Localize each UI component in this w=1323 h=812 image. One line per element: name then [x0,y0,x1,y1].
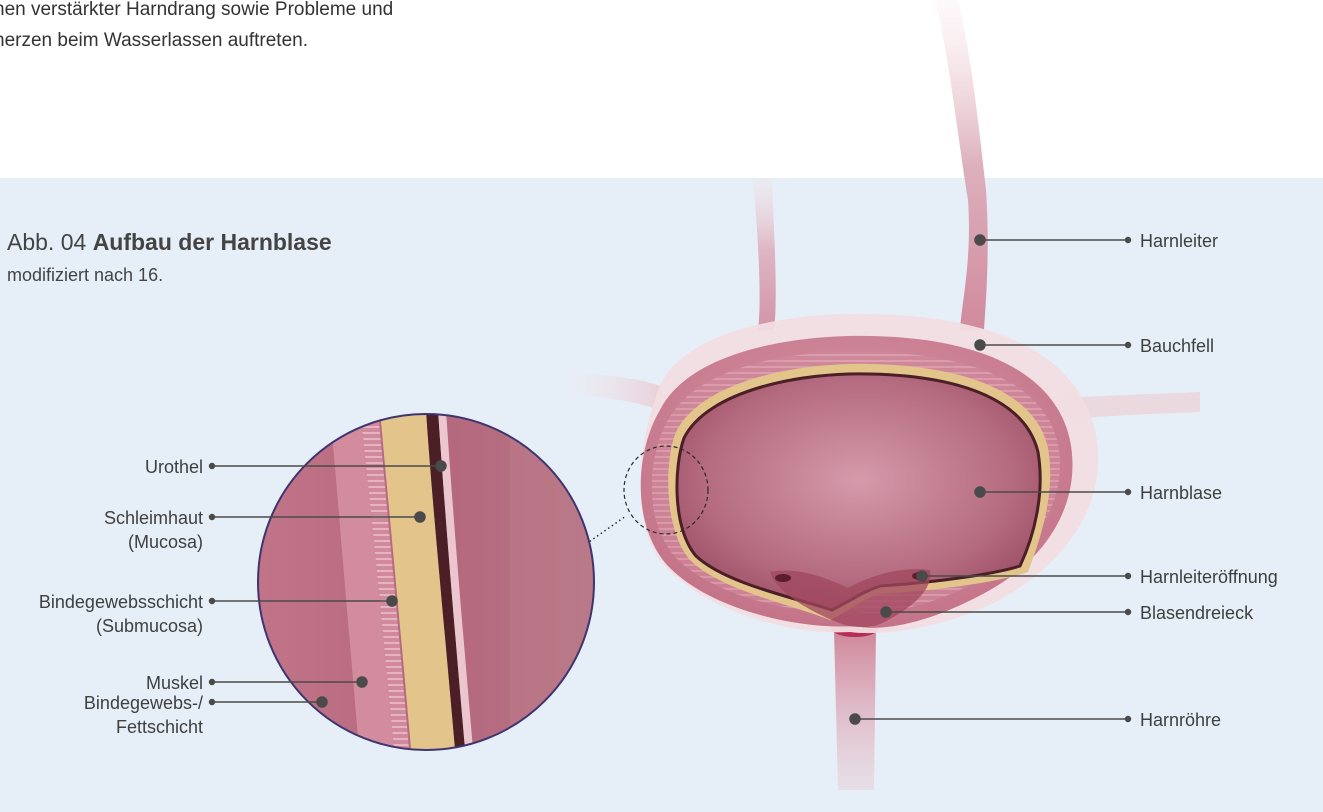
label-mucosa: Schleimhaut (Mucosa) [104,506,203,554]
label-harnleiter: Harnleiter [1140,229,1218,253]
label-bauchfell: Bauchfell [1140,334,1214,358]
figure-heading: Aufbau der Harnblase [93,229,332,255]
figure-number: Abb. 04 [7,229,86,255]
label-urothel: Urothel [145,455,203,479]
label-harnroehre: Harnröhre [1140,708,1221,732]
label-fettschicht: Bindegewebs-/ Fettschicht [84,691,203,739]
label-fettschicht-line1: Bindegewebs-/ [84,691,203,715]
label-submucosa: Bindegewebsschicht (Submucosa) [39,590,203,638]
ureter-opening-left [775,574,791,582]
label-fettschicht-line2: Fettschicht [84,715,203,739]
left-ureter [752,170,776,330]
label-submucosa-line1: Bindegewebsschicht [39,590,203,614]
detail-connector [586,516,626,544]
label-mucosa-line2: (Mucosa) [104,530,203,554]
wall-cross-section [250,410,610,760]
label-submucosa-line2: (Submucosa) [39,614,203,638]
figure-subtitle: modifiziert nach 16. [7,265,163,286]
left-side-tube [560,372,660,410]
right-ureter [935,0,988,330]
figure-title: Abb. 04 Aufbau der Harnblase [7,229,332,256]
label-mucosa-line1: Schleimhaut [104,506,203,530]
label-blasendreieck: Blasendreieck [1140,601,1253,625]
label-harnleiteroeffnung: Harnleiteröffnung [1140,565,1278,589]
label-harnblase: Harnblase [1140,481,1222,505]
urethra-tube [834,630,876,790]
